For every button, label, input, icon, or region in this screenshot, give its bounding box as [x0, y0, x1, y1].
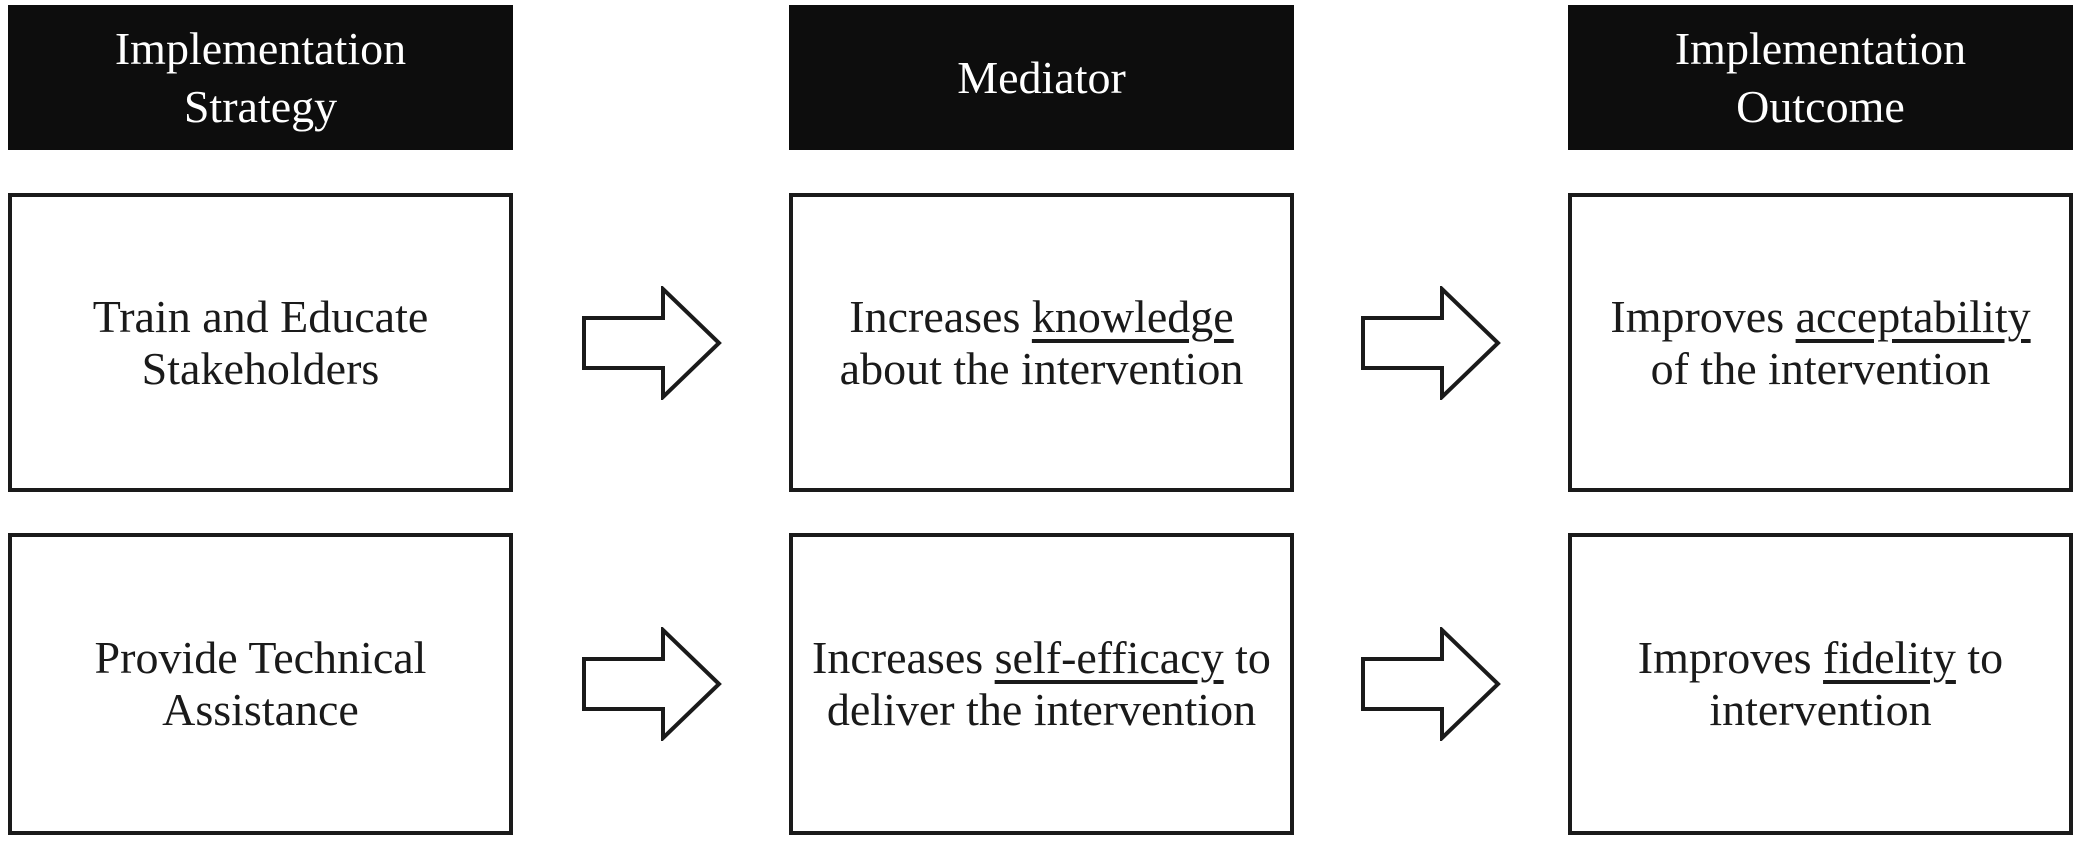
- right-block-arrow-icon: [582, 286, 722, 400]
- box-label: Improves acceptability of the interventi…: [1610, 291, 2030, 394]
- right-block-arrow-icon: [1361, 286, 1501, 400]
- label-text: of the intervention: [1650, 342, 1991, 394]
- label-text: Increases: [812, 632, 995, 684]
- right-block-arrow-icon: [1361, 627, 1501, 741]
- underlined-term: acceptability: [1795, 290, 2031, 342]
- box-label: Increases knowledge about the interventi…: [840, 291, 1244, 394]
- label-text: to deliver the intervention: [826, 632, 1271, 735]
- box-label: Provide Technical Assistance: [94, 632, 427, 735]
- header-implementation-strategy: Implementation Strategy: [8, 5, 513, 150]
- box-label: Train and Educate Stakeholders: [92, 290, 429, 394]
- label-text: about the intervention: [839, 342, 1244, 394]
- box-label: Increases self-efficacy to deliver the i…: [812, 632, 1271, 735]
- label-text: Improves: [1610, 290, 1796, 342]
- label-text: Improves: [1637, 632, 1824, 684]
- right-block-arrow-icon: [582, 627, 722, 741]
- box-outcome-row1: Improves acceptability of the interventi…: [1568, 193, 2073, 492]
- box-outcome-row2: Improves fidelity to intervention: [1568, 533, 2073, 835]
- box-mediator-row1: Increases knowledge about the interventi…: [789, 193, 1294, 492]
- underlined-term: self-efficacy: [994, 632, 1224, 684]
- header-mediator: Mediator: [789, 5, 1294, 150]
- underlined-term: knowledge: [1031, 290, 1234, 342]
- box-mediator-row2: Increases self-efficacy to deliver the i…: [789, 533, 1294, 835]
- header-implementation-outcome: Implementation Outcome: [1568, 5, 2073, 150]
- label-text: Increases: [849, 290, 1032, 342]
- underlined-term: fidelity: [1823, 632, 1956, 684]
- box-strategy-row1: Train and Educate Stakeholders: [8, 193, 513, 492]
- box-label: Improves fidelity to intervention: [1638, 632, 2003, 735]
- box-strategy-row2: Provide Technical Assistance: [8, 533, 513, 835]
- label-text: to intervention: [1709, 632, 2004, 735]
